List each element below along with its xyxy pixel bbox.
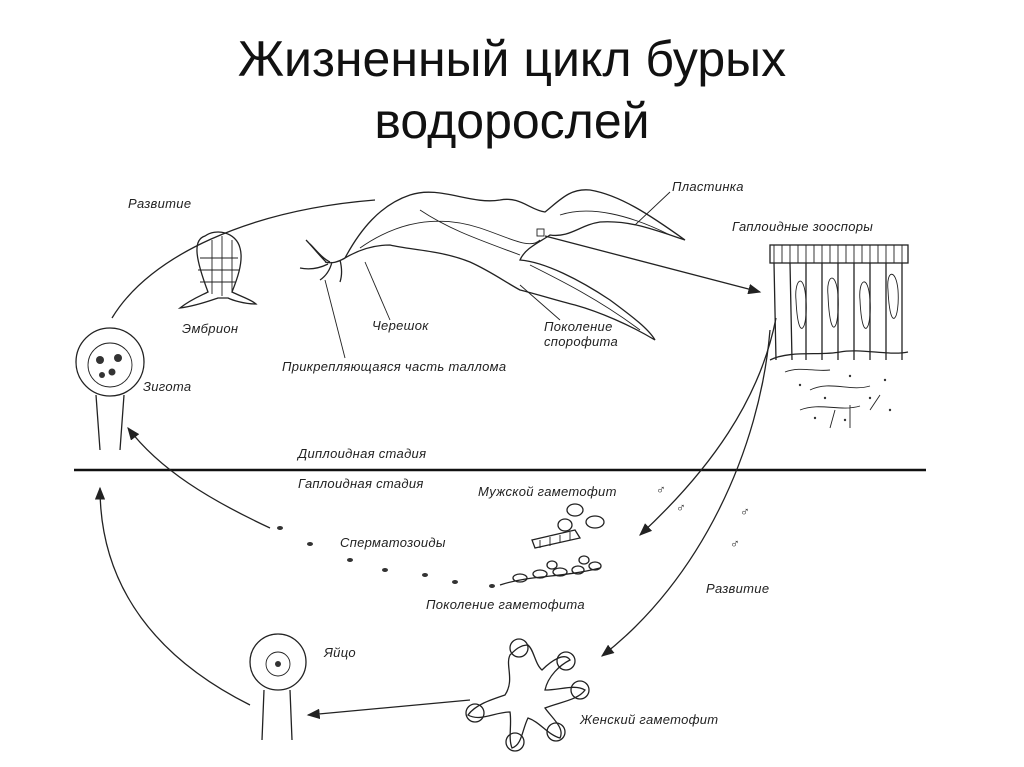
embryo-icon xyxy=(177,231,258,309)
label-sporophyte-generation-line2: спорофита xyxy=(544,334,619,349)
zygote-cell-icon xyxy=(75,327,145,451)
male-gametophyte-filament-icon xyxy=(531,503,605,549)
label-sporophyte-generation-line1: Поколение xyxy=(544,319,613,334)
label-zygote: Зигота xyxy=(143,379,192,394)
arrow-female-to-egg xyxy=(306,699,471,720)
label-diploid-stage: Диплоидная стадия xyxy=(298,446,427,461)
label-female-gametophyte: Женский гаметофит xyxy=(580,712,719,727)
label-egg: Яйцо xyxy=(324,645,356,660)
male-symbol: ♂ xyxy=(740,504,751,519)
label-blade: Пластинка xyxy=(672,179,744,194)
label-male-gametophyte: Мужской гаметофит xyxy=(478,484,617,499)
label-gametophyte-generation: Поколение гаметофита xyxy=(426,597,585,612)
leader-blade xyxy=(634,191,671,226)
gametophyte-filament-icon xyxy=(499,555,602,586)
leader-stalk xyxy=(364,261,391,321)
label-holdfast: Прикрепляющаяся часть таллома xyxy=(282,359,507,374)
male-symbol: ♂ xyxy=(730,536,741,551)
arrow-egg-to-zygote xyxy=(94,486,251,706)
egg-cell-icon xyxy=(249,633,307,741)
arrow-to-zoospores xyxy=(544,235,762,295)
label-development-right: Развитие xyxy=(706,581,770,596)
arrow-zygote-to-sporophyte xyxy=(111,199,376,319)
label-sporophyte-generation: Поколение спорофита xyxy=(544,319,618,349)
page-title: Жизненный цикл бурых водорослей xyxy=(0,28,1024,152)
label-embryo: Эмбрион xyxy=(182,321,239,336)
arrow-to-female-gametophyte xyxy=(600,329,771,657)
page-title-line2: водорослей xyxy=(374,93,650,149)
leader-sporophyte xyxy=(519,284,561,321)
leader-holdfast xyxy=(324,279,346,359)
arrow-sperm-to-zygote xyxy=(127,426,271,529)
page-title-line1: Жизненный цикл бурых xyxy=(237,31,787,87)
arrow-to-male-gametophyte xyxy=(639,317,777,536)
spermatozoid-icons xyxy=(277,526,495,588)
label-haploid-zoospores: Гаплоидные зооспоры xyxy=(732,219,874,234)
sporangia-tissue-icon xyxy=(769,244,909,429)
male-symbol: ♂ xyxy=(656,482,667,497)
label-stalk: Черешок xyxy=(372,318,429,333)
kelp-sporophyte-icon xyxy=(299,189,686,341)
label-spermatozoids: Сперматозоиды xyxy=(340,535,446,550)
male-symbol: ♂ xyxy=(676,500,687,515)
label-haploid-stage: Гаплоидная стадия xyxy=(298,476,424,491)
female-gametophyte-icon xyxy=(465,638,590,752)
label-development-top: Развитие xyxy=(128,196,192,211)
